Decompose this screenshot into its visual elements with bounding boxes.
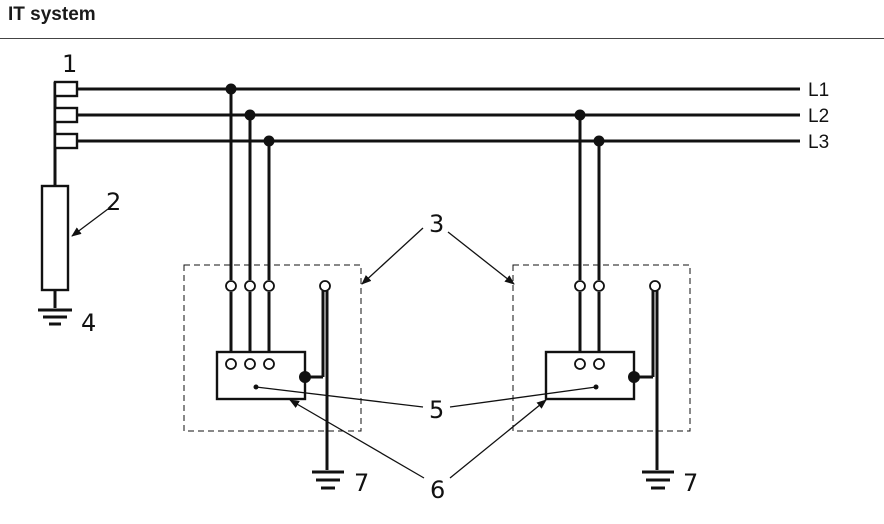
- junction-l1-left: [225, 83, 237, 95]
- device-body-right: [544, 350, 636, 401]
- terminal-in-l1-left: [225, 280, 237, 292]
- equipment-enclosure-right: [512, 264, 691, 432]
- callout-7-right: 7: [683, 469, 698, 497]
- label-l1: L1: [808, 80, 829, 101]
- terminal-in-l2-right: [574, 280, 586, 292]
- title-divider: [0, 38, 884, 39]
- junction-l3-left: [263, 135, 275, 147]
- label-l2: L2: [808, 106, 829, 127]
- protective-earth-left: [299, 280, 331, 470]
- junction-l2-left: [244, 109, 256, 121]
- equipment-enclosure-left: [183, 264, 362, 432]
- drops-left: [229, 89, 271, 358]
- earth-symbol-left: [312, 470, 344, 490]
- callout-7-left: 7: [354, 469, 369, 497]
- device-terminal-l3-right: [593, 358, 605, 370]
- callout-5: 5: [429, 396, 444, 424]
- callout-3: 3: [429, 210, 444, 238]
- label-l3: L3: [808, 132, 829, 153]
- callout-1: 1: [62, 50, 77, 78]
- device-frame-point-left: [253, 384, 259, 390]
- device-terminal-l2-left: [244, 358, 256, 370]
- terminal-in-l3-left: [263, 280, 275, 292]
- earth-symbol-source: [38, 308, 72, 326]
- impedance-resistor: [40, 184, 70, 308]
- earth-symbol-right: [642, 470, 674, 490]
- source-terminal-l3: [53, 132, 79, 150]
- callout-4: 4: [81, 309, 96, 337]
- junction-l2-right: [574, 109, 586, 121]
- drops-right: [578, 115, 601, 358]
- device-terminal-l2-right: [574, 358, 586, 370]
- terminal-in-l2-left: [244, 280, 256, 292]
- device-terminal-l3-left: [263, 358, 275, 370]
- junction-l3-right: [593, 135, 605, 147]
- terminal-in-l3-right: [593, 280, 605, 292]
- device-terminal-l1-left: [225, 358, 237, 370]
- page-title: IT system: [8, 4, 96, 25]
- source-terminals: [53, 80, 79, 186]
- source-terminal-l2: [53, 106, 79, 124]
- callout-2: 2: [106, 188, 121, 216]
- source-terminal-l1: [53, 80, 79, 98]
- callout-6: 6: [430, 476, 445, 504]
- leader-lines: [71, 208, 597, 479]
- protective-earth-right: [628, 280, 661, 470]
